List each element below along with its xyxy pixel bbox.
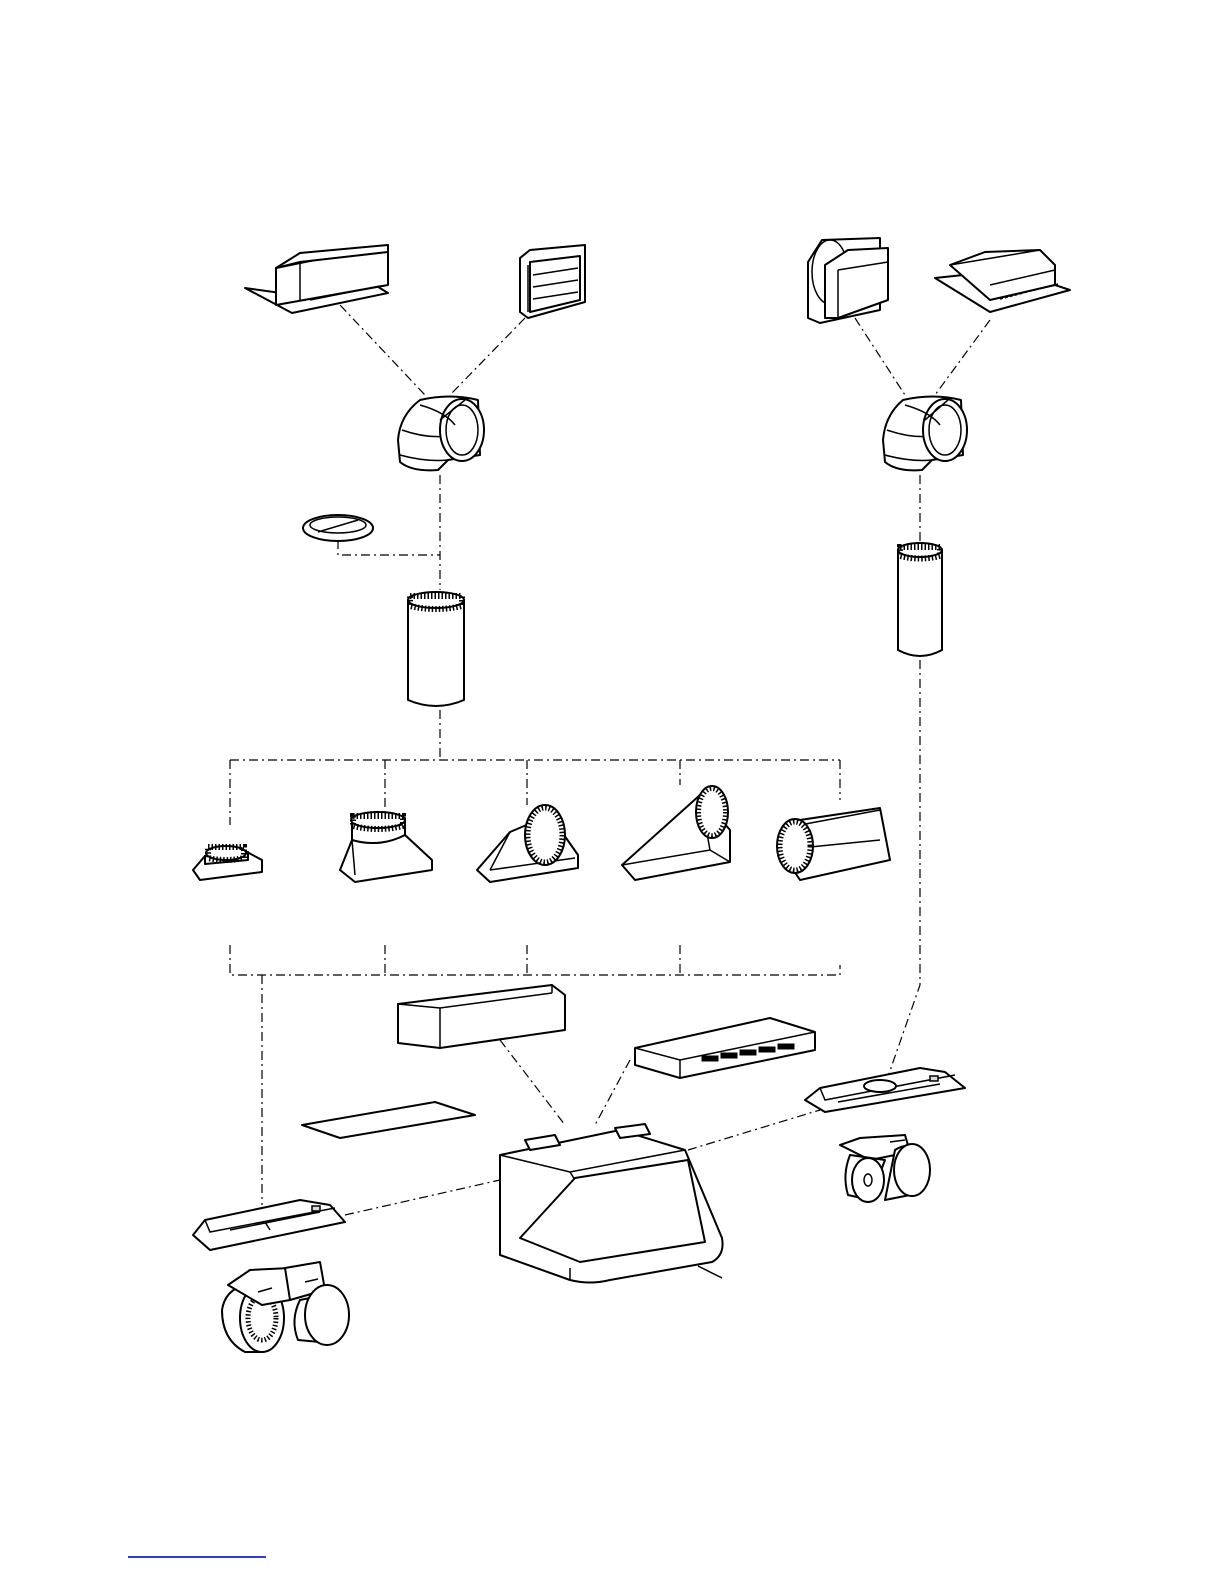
round-elbow-left (398, 397, 484, 471)
transition-round-horizontal (777, 808, 890, 880)
wall-cap-louvered (520, 245, 585, 318)
transition-round-angled (477, 805, 578, 882)
transition-round-small (193, 846, 262, 880)
page-link-underline[interactable] (128, 1556, 266, 1558)
round-duct-left (408, 592, 464, 706)
filter-plate (635, 1018, 815, 1078)
round-elbow-right (883, 397, 967, 471)
blower-plate-single (805, 1068, 965, 1112)
wall-cap-hood (808, 238, 888, 323)
blower-double (222, 1262, 349, 1352)
range-hood (500, 1124, 723, 1283)
transition-round-offset (622, 786, 730, 880)
roof-jack-low-profile (245, 245, 388, 313)
damper-disc (303, 515, 373, 541)
transition-round-vertical (340, 812, 432, 882)
blower-plate-double (193, 1200, 345, 1250)
round-duct-right (898, 543, 942, 656)
blower-single (840, 1135, 930, 1202)
roof-cap (935, 250, 1070, 312)
duct-cover (398, 985, 565, 1048)
liner-panel (302, 1102, 475, 1138)
